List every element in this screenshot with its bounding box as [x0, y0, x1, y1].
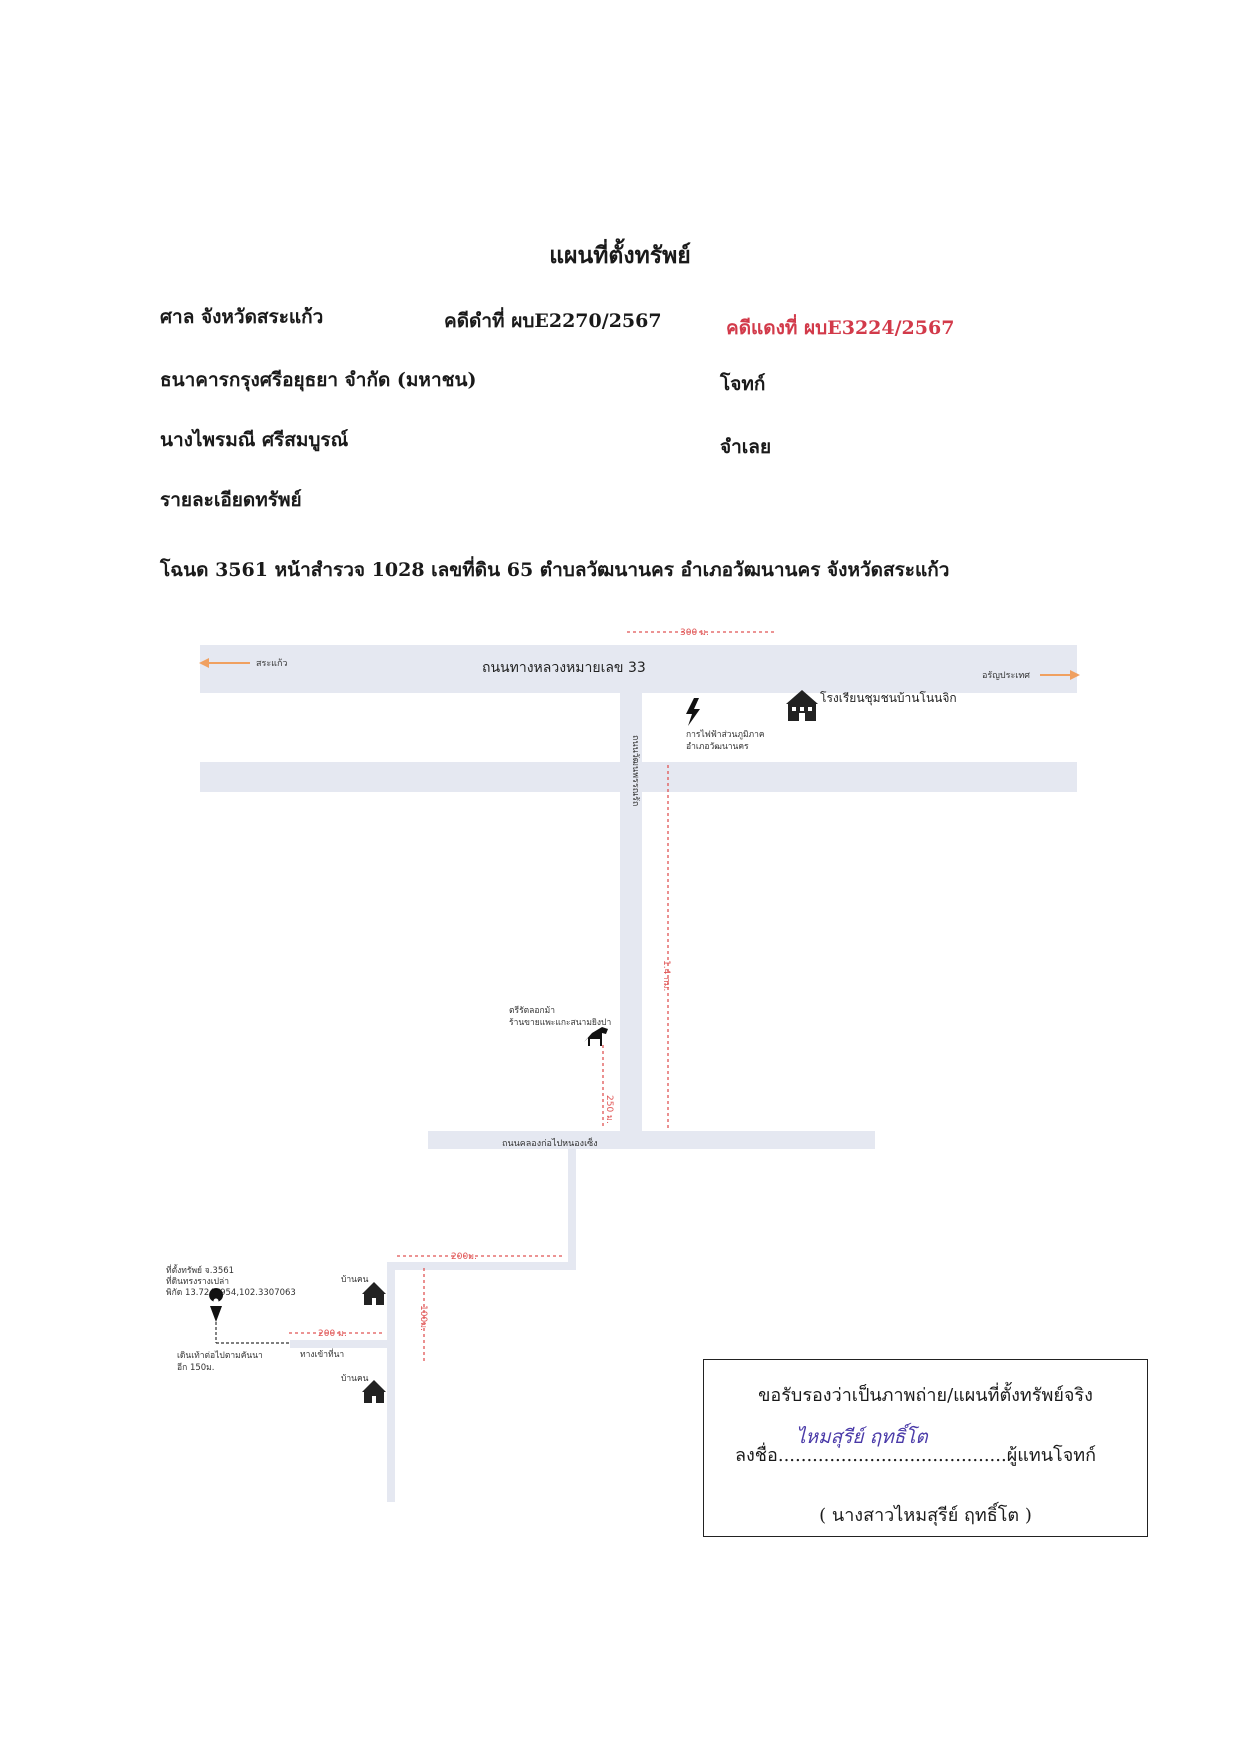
side-road	[620, 690, 642, 1143]
arrow-left-icon	[199, 658, 250, 668]
dots-1: ........................................	[777, 1445, 1007, 1466]
certification-statement: ขอรับรองว่าเป็นภาพถ่าย/แผนที่ตั้งทรัพย์จ…	[758, 1385, 1093, 1406]
defendant-role: จำเลย	[720, 436, 772, 458]
location-pin-icon	[209, 1288, 224, 1322]
right-direction-label: อรัญประเทศ	[982, 671, 1030, 681]
lightning-icon	[686, 698, 700, 726]
shop-label-2: ร้านขายแพะแกะสนามยิงปา	[509, 1017, 611, 1028]
dist-top-label: 300 ม.	[680, 628, 709, 638]
highway-33-road	[200, 645, 1077, 693]
red-case-number: คดีแดงที่ ผบE3224/2567	[726, 317, 955, 339]
defendant-name: นางไพรมณี ศรีสมบูรณ์	[160, 429, 349, 451]
house-upper-label: บ้านคน	[341, 1274, 369, 1285]
cross-road-label: ถนนคลองก่อไปหนองเซ็ง	[502, 1136, 598, 1149]
handwritten-signature: ไหมสุรีย์ ฤทธิ์โต	[796, 1426, 928, 1448]
dist-200-lower-label: 200 ม.	[318, 1329, 347, 1339]
dist-vertical-label: 1.4 กม.	[661, 960, 671, 991]
school-icon	[786, 690, 818, 721]
lane-label: ทางเข้าที่นา	[300, 1348, 344, 1360]
lane-road	[290, 1340, 390, 1348]
printed-name: ( นางสาวไหมสุรีย์ ฤทธิ์โต )	[819, 1505, 1032, 1526]
role-label: ผู้แทนโจทก์	[1006, 1445, 1097, 1466]
left-direction-label: สระแก้ว	[256, 658, 287, 669]
shop-label-1: ตรีรัตลอกม้า	[509, 1005, 555, 1016]
connector-road-3	[387, 1262, 395, 1502]
horse-icon	[584, 1027, 608, 1046]
pin-label-3: พิกัด 13.7247954,102.3307063	[166, 1288, 296, 1298]
pin-label-2: ที่ดินทรงรางเปล่า	[166, 1275, 229, 1287]
dist-200-upper-label: 200ม.	[451, 1252, 477, 1262]
connector-road-2	[387, 1262, 576, 1270]
side-road-label: ถนนวัฒนพรรณรัถ	[630, 735, 640, 806]
black-case-number: คดีดำที่ ผบE2270/2567	[444, 310, 662, 332]
walk-label-2: อีก 150ม.	[177, 1362, 214, 1373]
pin-label-1: ที่ตั้งทรัพย์ จ.3561	[166, 1264, 234, 1276]
court: ศาล จังหวัดสระแก้ว	[160, 306, 324, 328]
highway-label: ถนนทางหลวงหมายเลข 33	[482, 660, 646, 676]
certification-box: ขอรับรองว่าเป็นภาพถ่าย/แผนที่ตั้งทรัพย์จ…	[703, 1359, 1148, 1537]
dist-100-label: 100ม.	[418, 1305, 428, 1331]
school-label: โรงเรียนชุมชนบ้านโนนจิก	[820, 691, 957, 706]
sign-prefix: ลงชื่อ	[734, 1445, 778, 1466]
power-office-label-2: อำเภอวัฒนานคร	[686, 742, 749, 752]
dist-250-label: 250 ม.	[604, 1095, 614, 1124]
arrow-right-icon	[1040, 670, 1080, 680]
house-icon	[362, 1282, 386, 1305]
document-title: แผนที่ตั้งทรัพย์	[549, 242, 691, 269]
details-heading: รายละเอียดทรัพย์	[160, 489, 302, 511]
plaintiff-role: โจทก์	[720, 373, 766, 395]
house-icon	[362, 1380, 386, 1403]
cross-road	[428, 1131, 875, 1149]
connector-road-1	[568, 1143, 576, 1270]
house-lower-label: บ้านคน	[341, 1373, 369, 1384]
power-office-label-1: การไฟฟ้าส่วนภูมิภาค	[686, 729, 765, 740]
plaintiff-name: ธนาคารกรุงศรีอยุธยา จำกัด (มหาชน)	[160, 369, 477, 391]
walk-label-1: เดินเท้าต่อไปตามคันนา	[177, 1350, 263, 1361]
property-description: โฉนด 3561 หน้าสำรวจ 1028 เลขที่ดิน 65 ตำ…	[160, 559, 950, 581]
signature-line: ลงชื่อ..................................…	[694, 1440, 1137, 1469]
